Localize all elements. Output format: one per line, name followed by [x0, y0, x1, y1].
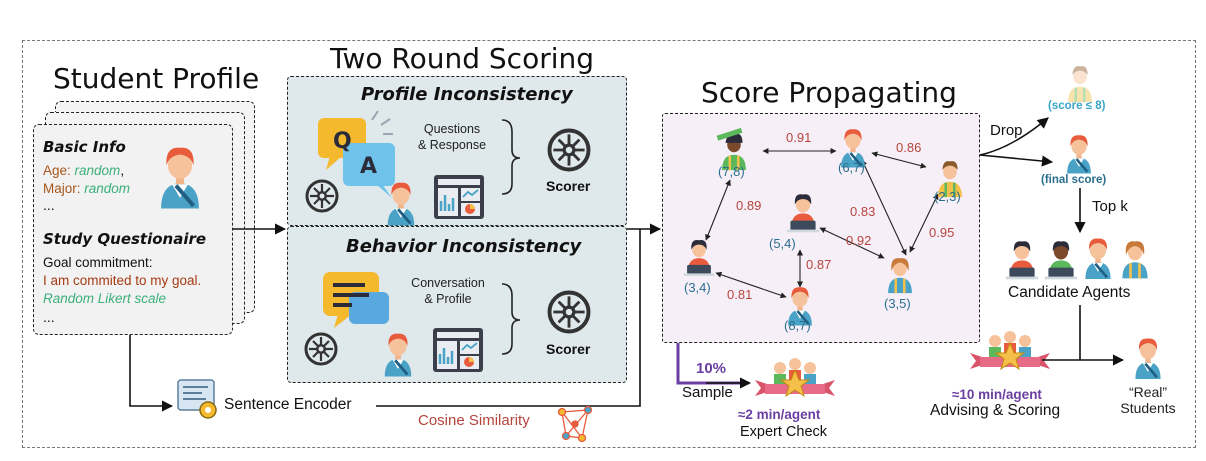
- expert-check-label: Expert Check: [740, 424, 828, 440]
- node-icon-2-3: [938, 161, 962, 198]
- goal-commitment-value: I am commited to my goal.: [43, 273, 202, 288]
- gpt-logo-icon: [305, 179, 339, 213]
- gpt-logo-icon: [547, 128, 591, 172]
- candidate-agent-icon: [1005, 241, 1039, 280]
- node-label: (7,8): [718, 164, 745, 179]
- gpt-logo-icon: [304, 332, 338, 366]
- node-label: (8,7): [784, 318, 811, 333]
- study-questionaire-heading: Study Questionaire: [43, 230, 207, 248]
- candidate-agents-label: Candidate Agents: [1008, 284, 1131, 301]
- basic-info-heading: Basic Info: [43, 138, 126, 156]
- sentence-encoder-label: Sentence Encoder: [224, 396, 352, 413]
- node-label: (5,4): [769, 236, 796, 251]
- score-propagating-title: Score Propagating: [701, 76, 957, 109]
- real-students-label: “Real”Students: [1120, 384, 1176, 416]
- final-score-label: (final score): [1041, 174, 1107, 186]
- chat-bubbles-icon: Q A: [318, 110, 395, 198]
- real-student-icon: [1134, 337, 1162, 381]
- svg-text:Q: Q: [333, 129, 352, 154]
- student-avatar-icon: [386, 181, 416, 227]
- brace-1: [501, 119, 521, 195]
- encoder-to-propagation-line: [376, 229, 641, 407]
- dashboard-icon: [431, 326, 485, 374]
- edge-weight: 0.91: [786, 130, 812, 145]
- age-line: Age: random,: [43, 163, 125, 178]
- likert-scale: Random Likert scale: [43, 291, 167, 306]
- conversation-profile-label: Conversation& Profile: [411, 276, 485, 306]
- ellipsis-2: ...: [43, 309, 55, 325]
- cosine-similarity-label: Cosine Similarity: [418, 412, 530, 429]
- edge-weight: 0.83: [850, 204, 876, 219]
- node-label: (3,5): [884, 296, 911, 311]
- final-agent-icon: [1065, 133, 1093, 175]
- ellipsis-1: ...: [43, 197, 55, 213]
- profile-card: Basic Info Age: random, Major: random ..…: [33, 124, 233, 335]
- student-profile-title: Student Profile: [53, 62, 260, 95]
- sample-percent-label: 10%: [696, 360, 727, 377]
- node-icon-7-8: [716, 127, 746, 171]
- network-icon: [557, 405, 593, 443]
- drop-label: Drop: [990, 122, 1023, 139]
- advising-scoring-label: Advising & Scoring: [930, 402, 1061, 419]
- goal-commitment-label: Goal commitment:: [43, 255, 153, 270]
- expert-group-icon: [755, 358, 835, 398]
- message-icon: [323, 272, 389, 328]
- encoder-icon: [177, 379, 217, 419]
- node-label: (3,4): [684, 280, 711, 295]
- graph-edges: [705, 147, 939, 299]
- node-label: (6,7): [838, 160, 865, 175]
- drop-arrow: [979, 117, 1049, 156]
- expert-time-label: ≈2 min/agent: [738, 407, 821, 422]
- candidate-agent-icon: [1084, 237, 1112, 281]
- student-avatar-icon: [161, 148, 199, 209]
- svg-text:A: A: [360, 154, 377, 179]
- candidate-agent-icon: [1122, 241, 1148, 279]
- node-icon-3-5: [888, 258, 912, 294]
- major-line: Major: random: [43, 181, 131, 196]
- edge-weight: 0.87: [806, 257, 832, 272]
- node-label: (2,3): [934, 189, 961, 204]
- edge-weight: 0.95: [929, 225, 955, 240]
- scorer-label-1: Scorer: [546, 178, 591, 194]
- top-k-label: Top k: [1092, 198, 1128, 215]
- edge-weight: 0.89: [736, 198, 762, 213]
- dashboard-icon: [432, 173, 486, 221]
- candidate-agent-icon: [1044, 241, 1078, 280]
- advisor-group-icon: [970, 331, 1050, 371]
- node-icon-3-4: [683, 240, 715, 276]
- behavior-inconsistency-heading: Behavior Inconsistency: [346, 236, 582, 257]
- score-threshold-label: (score ≤ 8): [1048, 100, 1106, 112]
- edge-weight: 0.81: [727, 287, 753, 302]
- outer-frame: [22, 40, 1196, 448]
- final-score-arrow: [979, 154, 1054, 167]
- brace-2: [501, 283, 521, 355]
- advising-time-label: ≈10 min/agent: [952, 387, 1042, 402]
- profile-to-encoder-arrow: [129, 335, 174, 412]
- two-round-scoring-title: Two Round Scoring: [330, 42, 595, 75]
- edge-weight: 0.92: [846, 233, 872, 248]
- student-avatar-icon: [383, 332, 413, 378]
- sample-label: Sample: [682, 384, 733, 401]
- edge-weight: 0.86: [896, 140, 922, 155]
- node-icon-5-4: [786, 194, 820, 233]
- questions-response-label: Questions& Response: [417, 122, 487, 152]
- gpt-logo-icon: [547, 290, 591, 334]
- profile-inconsistency-heading: Profile Inconsistency: [361, 84, 573, 105]
- dropped-agent-icon: [1068, 66, 1092, 103]
- scorer-label-2: Scorer: [546, 341, 591, 357]
